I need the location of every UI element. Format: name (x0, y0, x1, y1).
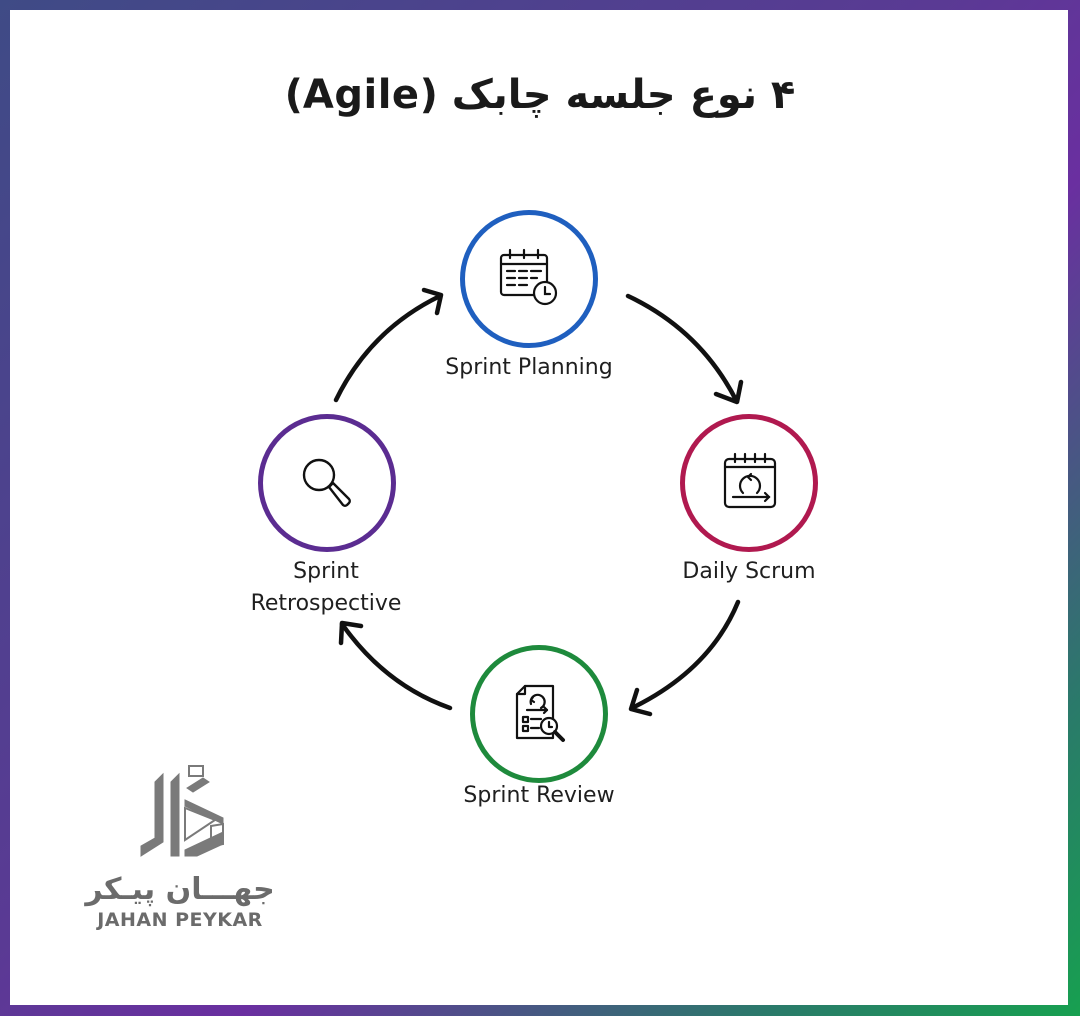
document-search-icon (515, 684, 565, 742)
label-sprint-review: Sprint Review (463, 783, 615, 808)
jahan-peykar-logo: جهـــان پیـکر JAHAN PEYKAR (80, 760, 280, 931)
logo-name-en: JAHAN PEYKAR (97, 909, 263, 931)
logo-mark-icon (140, 765, 224, 857)
node-sprint-review (470, 645, 608, 783)
label-line-2: Retrospective (250, 591, 402, 616)
node-sprint-planning (460, 210, 598, 348)
label-daily-scrum: Daily Scrum (682, 559, 816, 584)
magnifier-icon (302, 458, 351, 507)
calendar-clock-icon (499, 248, 558, 306)
node-daily-scrum (680, 414, 818, 552)
node-sprint-retrospective (258, 414, 396, 552)
label-sprint-planning: Sprint Planning (445, 355, 613, 380)
label-line-1: Sprint (293, 559, 359, 584)
page-title: ۴ نوع جلسه چابک (Agile) (284, 72, 796, 118)
label-sprint-retrospective: Sprint Retrospective (212, 556, 440, 620)
calendar-cycle-icon (723, 452, 777, 509)
logo-name-fa: جهـــان پیـکر (85, 872, 275, 907)
